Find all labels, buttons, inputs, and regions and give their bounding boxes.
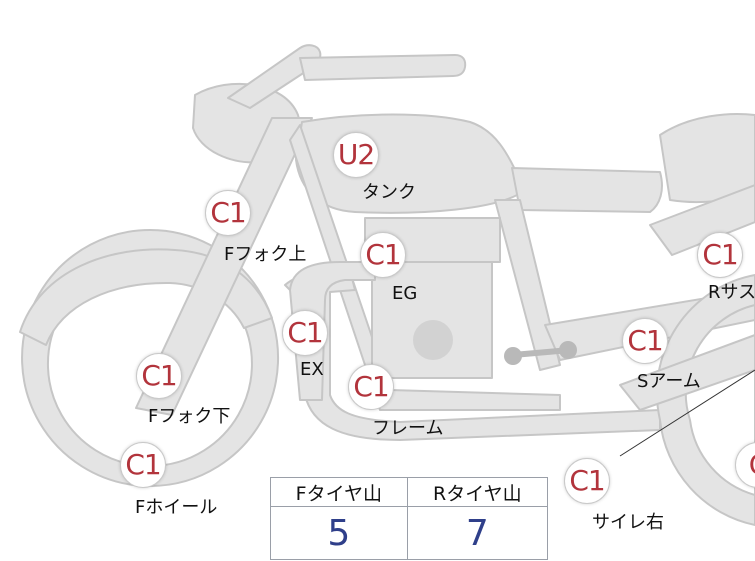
front-fork <box>135 117 313 416</box>
muffler <box>619 334 755 411</box>
rank-badge-front-fork-upper: C1 <box>205 190 251 236</box>
silencer-leader-line <box>619 369 755 457</box>
rear-tire-tread-value: 7 <box>406 506 549 560</box>
label-front-wheel: Fホイール <box>135 497 218 518</box>
tire-tread-table: Fタイヤ山 Rタイヤ山 5 7 <box>270 477 549 560</box>
frame-rail-down <box>494 199 561 371</box>
handlebar-grip <box>299 54 467 81</box>
rear-shock <box>649 184 755 256</box>
label-exhaust: EX <box>300 359 324 380</box>
label-swing-arm: Sアーム <box>637 371 701 392</box>
label-rear-suspension: Rサス <box>708 282 755 303</box>
exhaust-pipe <box>289 261 376 401</box>
label-front-fork-upper: Fフォク上 <box>224 244 307 265</box>
rear-cowl <box>659 113 755 204</box>
front-tire-tread-value: 5 <box>270 506 408 560</box>
label-frame: フレーム <box>372 418 444 439</box>
rank-badge-tank: U2 <box>333 132 379 178</box>
tire-tread-value-row: 5 7 <box>270 506 549 560</box>
rank-badge-swing-arm: C1 <box>622 318 668 364</box>
front-tire-tread-header: Fタイヤ山 <box>270 477 408 507</box>
engine-block <box>371 261 493 379</box>
label-tank: タンク <box>362 182 416 203</box>
label-front-fork-lower: Fフォク下 <box>148 406 231 427</box>
engine-case-cover <box>413 320 453 360</box>
rank-badge-front-wheel: C1 <box>120 442 166 488</box>
rank-badge-engine: C1 <box>360 232 406 278</box>
rank-badge-frame: C1 <box>348 364 394 410</box>
rank-badge-front-fork-lower: C1 <box>136 353 182 399</box>
rear-tire-tread-header: Rタイヤ山 <box>406 477 549 507</box>
foot-peg-right <box>559 341 577 359</box>
rank-badge-silencer: C1 <box>564 458 610 504</box>
frame-rail-upper <box>289 124 561 411</box>
rank-badge-exhaust: C1 <box>282 310 328 356</box>
seat <box>511 167 663 213</box>
foot-peg-left <box>504 347 522 365</box>
label-silencer: サイレ右 <box>592 512 664 533</box>
label-engine: EG <box>392 283 418 304</box>
rank-badge-rear-suspension: C1 <box>697 232 743 278</box>
tire-tread-header-row: Fタイヤ山 Rタイヤ山 <box>270 477 549 507</box>
